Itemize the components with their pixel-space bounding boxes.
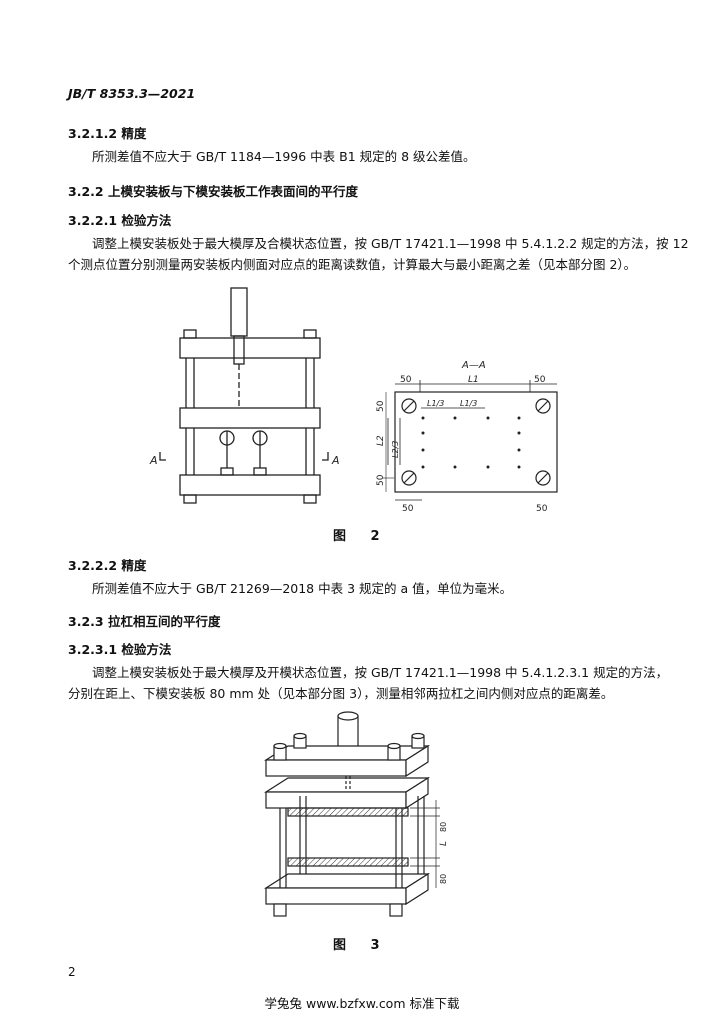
dim-50-top-right: 50	[534, 375, 546, 385]
paragraph-3-2-2-1-line1: 调整上模安装板处于最大模厚及合模状态位置，按 GB/T 17421.1—1998…	[92, 236, 689, 251]
heading-3-2-2-2: 3.2.2.2 精度	[68, 558, 147, 573]
dim-L1-third-a: L1/3	[427, 399, 444, 408]
paragraph-3-2-3-1-line1: 调整上模安装板处于最大模厚及开模状态位置，按 GB/T 17421.1—1998…	[92, 665, 669, 680]
dim-80-bottom: 80	[439, 874, 448, 884]
press-isometric-view	[263, 711, 440, 917]
standard-number: JB/T 8353.3—2021	[68, 86, 196, 101]
figure-2-caption: 图 2	[333, 529, 390, 544]
site-footer: 学兔兔 www.bzfxw.com 标准下载	[264, 996, 460, 1011]
dim-50-left-lower: 50	[376, 474, 386, 486]
paragraph-3-2-2-1-line2: 个测点位置分别测量两安装板内侧面对应点的距离读数值，计算最大与最小距离之差（见本…	[68, 257, 637, 272]
figure-3-drawing: 80 L 80	[263, 711, 449, 917]
heading-3-2-3: 3.2.3 拉杠相互间的平行度	[68, 614, 221, 629]
paragraph-3-2-2-2: 所测差值不应大于 GB/T 21269—2018 中表 3 规定的 a 值，单位…	[92, 581, 513, 596]
paragraph-3-2-3-1-line2: 分别在距上、下模安装板 80 mm 处（见本部分图 3），测量相邻两拉杠之间内侧…	[68, 686, 614, 701]
heading-3-2-3-1: 3.2.3.1 检验方法	[68, 642, 172, 657]
paragraph-3-2-1-2: 所测差值不应大于 GB/T 1184—1996 中表 B1 规定的 8 级公差值…	[92, 149, 476, 164]
heading-3-2-2-1: 3.2.2.1 检验方法	[68, 213, 172, 228]
dim-50-left-upper: 50	[376, 400, 386, 412]
heading-3-2-1-2: 3.2.1.2 精度	[68, 126, 147, 141]
section-title: A—A	[461, 360, 486, 371]
dim-L1: L1	[468, 375, 479, 385]
dim-L1-third-b: L1/3	[460, 399, 477, 408]
dim-L2-third: L2/3	[391, 441, 400, 458]
heading-3-2-2: 3.2.2 上模安装板与下模安装板工作表面间的平行度	[68, 184, 358, 199]
dim-50-bottom-left: 50	[402, 504, 414, 514]
figure-2-drawing: A A A—A 50 L1 50 L1/3 L1/3 50 L2 L2/3 50…	[149, 287, 558, 514]
cut-label-right: A	[331, 454, 340, 467]
dim-80-top: 80	[439, 822, 448, 832]
plate-section-view	[382, 380, 558, 501]
dim-L: L	[439, 841, 449, 846]
figure-3-caption: 图 3	[333, 938, 390, 953]
page-number: 2	[68, 965, 76, 979]
dim-50-top-left: 50	[400, 375, 412, 385]
cylinder-rod	[230, 287, 248, 337]
measurement-points	[421, 416, 521, 469]
cut-label-left: A	[149, 454, 158, 467]
dim-L2: L2	[376, 435, 386, 446]
dim-50-bottom-right: 50	[536, 504, 548, 514]
press-front-view	[159, 287, 329, 504]
